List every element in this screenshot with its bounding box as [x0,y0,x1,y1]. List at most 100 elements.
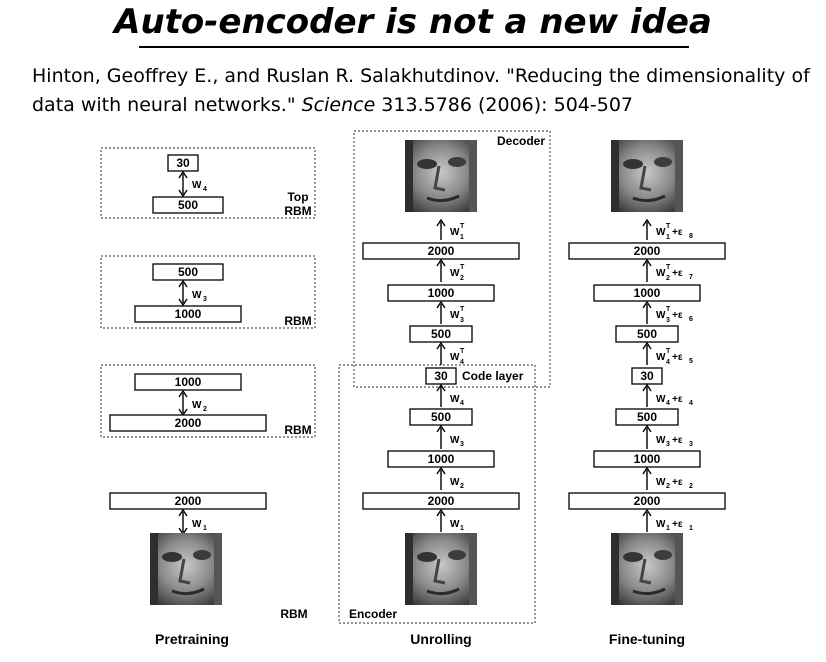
encoder-frame [338,364,536,624]
layer-label: 500 [431,327,451,341]
arrow-head [642,466,652,475]
layer-label: 1000 [634,286,661,300]
rbm3-frame [100,255,316,329]
code-layer-label: Code layer [462,369,524,383]
caption-finetuning: Fine-tuning [609,631,685,647]
arrow-heads [178,279,188,307]
weight-subscript: 3 [666,441,670,448]
epsilon-label: +ε [672,477,683,488]
arrow-head [436,383,446,392]
caption-pretraining: Pretraining [155,631,229,647]
weight-label: W [450,352,460,363]
weight-label: W [656,435,666,446]
arrow-head [642,508,652,517]
title-underline [139,46,689,48]
weight-subscript: 1 [460,525,464,532]
arrow-head [436,466,446,475]
epsilon-label: +ε [672,310,683,321]
weight-subscript: 1 [666,234,670,241]
transpose-mark: T [666,223,671,230]
epsilon-subscript: 2 [689,483,693,490]
top-rbm-frame [100,147,316,219]
layer-label: 2000 [175,494,202,508]
epsilon-subscript: 6 [689,316,693,323]
epsilon-label: +ε [672,227,683,238]
input-face-image [403,531,479,607]
epsilon-subscript: 8 [689,233,693,240]
layer-label: 1000 [428,286,455,300]
layer-box-500 [152,263,224,281]
input-face-image [609,531,685,607]
arrow-head [642,258,652,267]
weight-subscript: 2 [203,406,207,413]
weight-label: W [450,477,460,488]
weight-subscript: 4 [460,359,464,366]
weight-label: W [192,290,202,301]
layer-label: 500 [431,410,451,424]
citation-volume: 313.5786 (2006): 504-507 [375,94,634,116]
weight-label: W [450,435,460,446]
weight-subscript: 3 [203,296,207,303]
weight-label: W [656,310,666,321]
code-layer-value: 30 [434,369,448,383]
epsilon-label: +ε [672,394,683,405]
encoder-label: Encoder [349,607,397,621]
layer-label: 2000 [428,244,455,258]
arrow-head [436,424,446,433]
arrow-head [436,300,446,309]
layer-label: 30 [176,156,190,170]
layer-box-500 [152,196,224,214]
epsilon-subscript: 4 [689,400,693,407]
weight-label: W [450,227,460,238]
rbm-label: RBM [284,423,311,437]
arrow-head [642,424,652,433]
weight-subscript: 4 [203,186,207,193]
weight-label: W [656,477,666,488]
code-layer-value: 30 [640,369,654,383]
citation: Hinton, Geoffrey E., and Ruslan R. Salak… [32,62,822,120]
layer-label: 2000 [175,416,202,430]
citation-authors: Hinton, Geoffrey E., and Ruslan R. Salak… [32,65,810,116]
transpose-mark: T [460,223,465,230]
epsilon-label: +ε [672,519,683,530]
weight-subscript: 1 [666,525,670,532]
rbm-label: RBM [280,607,307,621]
weight-label: W [450,310,460,321]
layer-label: 1000 [428,452,455,466]
output-face-image [609,138,685,214]
weight-label: W [656,268,666,279]
weight-label: W [192,519,202,530]
weight-subscript: 2 [460,275,464,282]
transpose-mark: T [460,348,465,355]
layer-label: 2000 [634,244,661,258]
layer-label: 2000 [634,494,661,508]
weight-subscript: 2 [666,275,670,282]
top-label: Top [287,190,308,204]
decoder-frame [353,130,551,388]
epsilon-label: +ε [672,352,683,363]
arrow-head [642,341,652,350]
epsilon-subscript: 5 [689,358,693,365]
arrow-head [436,341,446,350]
weight-subscript: 1 [460,234,464,241]
weight-label: W [450,394,460,405]
weight-subscript: 4 [666,359,670,366]
layer-box-1000 [134,305,242,323]
epsilon-subscript: 1 [689,525,693,532]
arrow-head [642,383,652,392]
rbm-label: RBM [284,204,311,218]
transpose-mark: T [460,306,465,313]
citation-journal: Science [301,94,376,116]
arrow-heads [178,170,188,198]
slide-title: Auto-encoder is not a new idea [114,2,712,42]
layer-label: 1000 [175,375,202,389]
layer-label: 500 [637,410,657,424]
epsilon-subscript: 3 [689,441,693,448]
weight-subscript: 2 [666,483,670,490]
layer-label: 500 [178,198,198,212]
arrow-head [642,218,652,227]
rbm-label: RBM [284,314,311,328]
weight-subscript: 4 [460,400,464,407]
layer-label: 2000 [428,494,455,508]
